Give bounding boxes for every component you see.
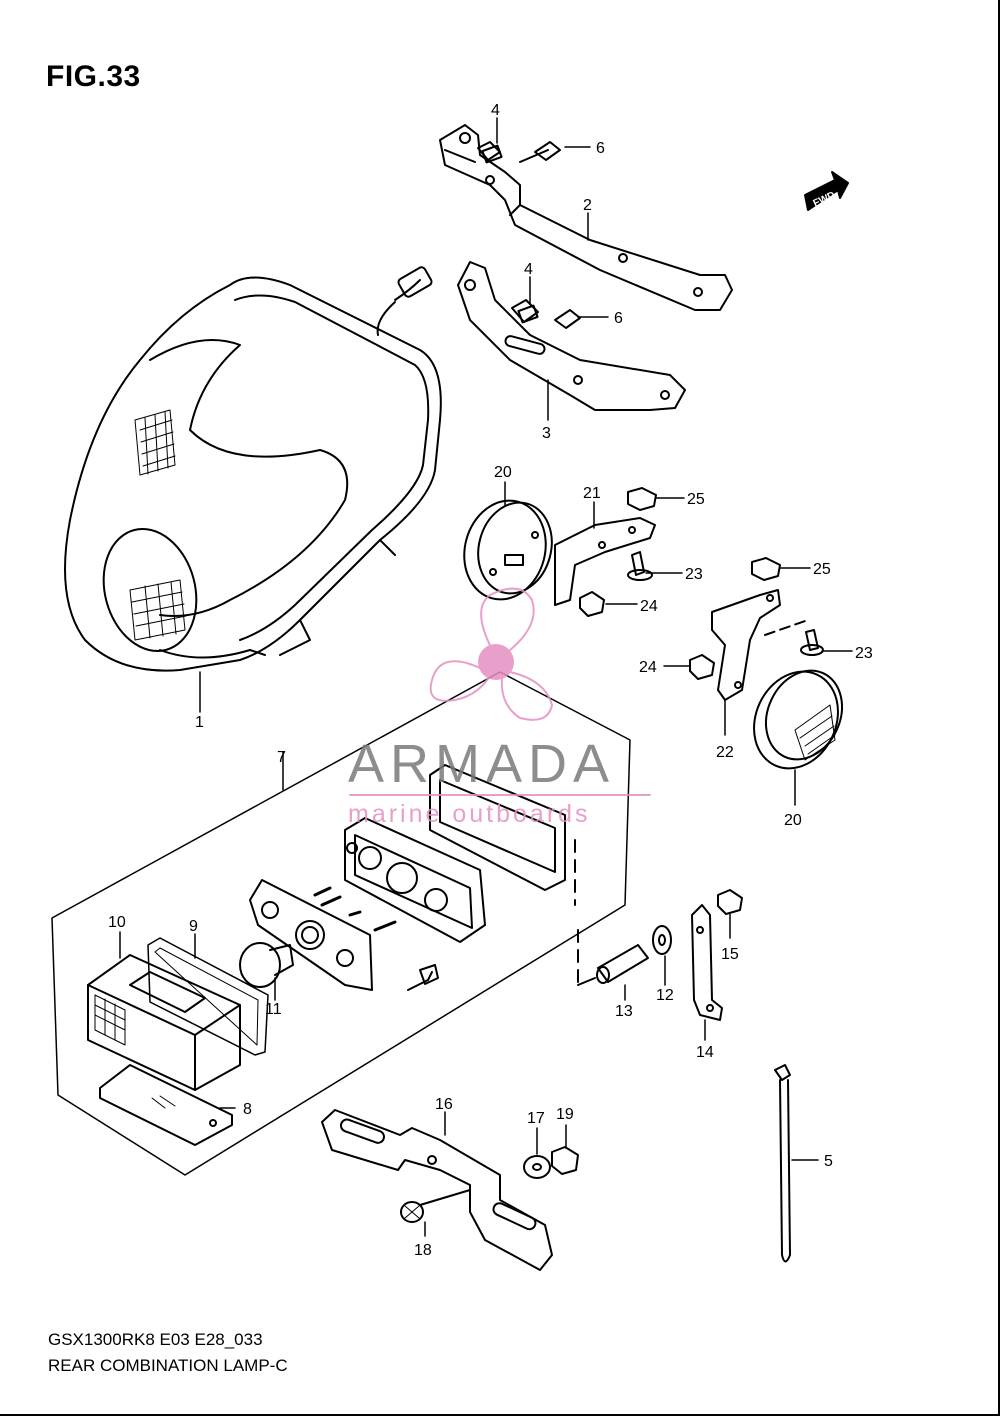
part-label-3: 3 (542, 425, 551, 442)
part-label-22: 22 (716, 744, 734, 761)
part-label-19: 19 (556, 1106, 574, 1123)
washer-12 (652, 925, 672, 986)
model-code: GSX1300RK8 E03 E28_033 (48, 1330, 263, 1349)
nut-19 (551, 1124, 579, 1175)
washer-17 (523, 1127, 551, 1179)
screw-23-lower (800, 629, 824, 656)
license-lamp-body (87, 931, 241, 1091)
part-label-6-lower: 6 (614, 310, 623, 327)
part-label-12: 12 (656, 987, 674, 1004)
reflector-bracket-lower (711, 589, 809, 701)
part-label-15: 15 (721, 946, 739, 963)
part-label-2: 2 (583, 197, 592, 214)
part-number-labels: 1 2 3 4 4 5 6 6 7 8 9 10 11 12 13 14 15 … (108, 102, 873, 1259)
part-label-13: 13 (615, 1003, 633, 1020)
screw-18 (400, 1189, 471, 1237)
bracket-upper (439, 124, 733, 311)
leader-lines (496, 117, 853, 806)
part-label-8: 8 (243, 1101, 252, 1118)
armada-watermark: ARMADA marine outboards (348, 587, 651, 828)
nut-25-lower (751, 557, 781, 581)
part-label-23-lower: 23 (855, 645, 873, 662)
screw-6-upper (519, 141, 561, 163)
license-plate-bracket (321, 1109, 553, 1271)
forward-direction-arrow-icon: FWD (804, 171, 849, 211)
figure-title: FIG.33 (46, 60, 141, 93)
spacer-tube (596, 944, 649, 1001)
part-label-6-upper: 6 (596, 140, 605, 157)
lens-plate (99, 1064, 236, 1146)
bolt-4-lower (511, 299, 539, 324)
part-label-10: 10 (108, 914, 126, 931)
reflector-upper (463, 499, 553, 601)
lamp-gasket (147, 933, 269, 1056)
lens-seal (429, 764, 596, 986)
part-label-25-lower: 25 (813, 561, 831, 578)
watermark-brand: ARMADA (348, 734, 615, 794)
part-label-7: 7 (277, 749, 286, 766)
lamp-socket-plate (249, 879, 439, 991)
part-label-20-upper: 20 (494, 464, 512, 481)
part-label-21: 21 (583, 485, 601, 502)
bolt-4-upper (477, 141, 503, 164)
lens-housing (344, 817, 486, 943)
part-label-18: 18 (414, 1242, 432, 1259)
nut-15 (717, 889, 743, 939)
screw-23-upper (627, 551, 653, 581)
section-name: REAR COMBINATION LAMP-C (48, 1356, 288, 1375)
part-label-11: 11 (265, 1001, 282, 1018)
part-label-4-lower: 4 (524, 261, 533, 278)
bulb (239, 942, 294, 1001)
part-label-1: 1 (195, 714, 204, 731)
screw-6-lower (554, 309, 581, 329)
reflector-bracket-upper (554, 517, 656, 606)
part-label-9: 9 (189, 918, 198, 935)
watermark-tagline: marine outboards (348, 800, 591, 828)
tail-lamp-housing (64, 266, 442, 713)
nut-25-upper (627, 487, 657, 511)
part-label-25-upper: 25 (687, 491, 705, 508)
part-label-16: 16 (435, 1096, 453, 1113)
lamp-bracket (691, 904, 723, 1041)
part-label-14: 14 (696, 1044, 714, 1061)
propeller-logo-icon (429, 587, 553, 721)
bracket-lower (457, 261, 686, 421)
part-label-5: 5 (824, 1153, 833, 1170)
cable-tie (774, 1064, 819, 1263)
part-label-17: 17 (527, 1110, 545, 1127)
part-label-4-upper: 4 (491, 102, 500, 119)
nut-24-lower (689, 654, 715, 680)
part-label-23-upper: 23 (685, 566, 703, 583)
part-label-20-lower: 20 (784, 812, 802, 829)
nut-24-upper (579, 591, 605, 617)
part-label-24-upper: 24 (640, 598, 658, 615)
reflector-lower (753, 669, 843, 770)
part-label-24-lower: 24 (639, 659, 657, 676)
